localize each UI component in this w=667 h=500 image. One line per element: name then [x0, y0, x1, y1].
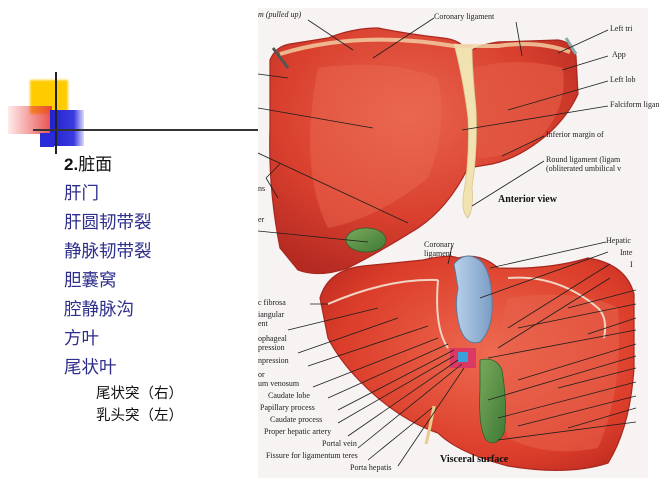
visceral-surface-title: Visceral surface	[440, 454, 509, 465]
label-papillary-process: Papillary process	[260, 403, 315, 412]
label-round-ligament: Round ligament (ligam	[546, 155, 621, 164]
outline-item-quadrate-lobe: 方叶	[64, 329, 99, 349]
liver-illustration	[258, 17, 637, 471]
label-falciform-ligament: Falciform ligan	[610, 100, 660, 109]
label-triangular: iangular	[258, 310, 285, 319]
label-portal-vein: Portal vein	[322, 439, 357, 448]
anterior-view-title: Anterior view	[498, 194, 557, 205]
slide-outline: 2.脏面 肝门 肝圆韧带裂 静脉韧带裂 胆囊窝 腔静脉沟 方叶 尾状叶 尾状突（…	[64, 150, 183, 427]
label-er: er	[258, 215, 265, 224]
liver-anatomy-figure: m (pulled up) Coronary ligament Left tri…	[258, 8, 660, 478]
label-hepatic: Hepatic	[606, 236, 631, 245]
outline-item-gallbladder-fossa: 胆囊窝	[64, 271, 117, 291]
label-round-ligament-sub: (obliterated umbilical v	[546, 164, 622, 173]
heading-number: 2.	[64, 155, 79, 174]
label-fibrosa: c fibrosa	[258, 298, 286, 307]
label-proper-hepatic-artery: Proper hepatic artery	[264, 427, 332, 436]
label-venosum: um venosum	[258, 379, 300, 388]
label-appendix: App	[612, 50, 626, 59]
outline-item-venous-ligament-fissure: 静脉韧带裂	[64, 242, 152, 262]
label-coronary-ligament: Coronary ligament	[434, 12, 495, 21]
outline-item-hilum: 肝门	[64, 184, 99, 204]
heading-text: 脏面	[78, 155, 113, 175]
label-fissure-ligamentum-teres: Fissure for ligamentum teres	[266, 451, 358, 460]
label-pulled-up: m (pulled up)	[258, 10, 302, 19]
label-i: I	[630, 260, 633, 269]
section-heading: 2.脏面	[64, 150, 183, 180]
label-inte: Inte	[620, 248, 633, 257]
outline-item-round-ligament-fissure: 肝圆韧带裂	[64, 213, 152, 233]
label-impression: pression	[258, 343, 285, 352]
label-coronary-2: ligament	[424, 249, 452, 258]
label-ns: ns	[258, 184, 266, 193]
label-impression-2: npression	[258, 356, 289, 365]
decor-blue-square-small	[40, 133, 54, 147]
outline-subitem-caudate-process: 尾状突（右）	[96, 386, 183, 402]
label-inferior-margin: Inferior margin of	[546, 130, 604, 139]
label-coronary-1: Coronary	[424, 240, 455, 249]
label-left-triangular: Left tri	[610, 24, 633, 33]
label-caudate-lobe: Caudate lobe	[268, 391, 310, 400]
outline-subitem-papillary-process: 乳头突（左）	[96, 408, 183, 424]
label-ent: ent	[258, 319, 268, 328]
outline-item-caudate-lobe: 尾状叶	[64, 358, 117, 378]
outline-item-vena-cava-groove: 腔静脉沟	[64, 300, 134, 320]
decor-horizontal-line	[33, 129, 263, 131]
label-caudate-process: Caudate process	[270, 415, 323, 424]
label-porta-hepatis: Porta hepatis	[350, 463, 392, 472]
label-or: or	[258, 370, 265, 379]
label-esophageal: ophageal	[258, 334, 287, 343]
label-left-lobe: Left lob	[610, 75, 636, 84]
decor-vertical-line	[55, 72, 57, 154]
